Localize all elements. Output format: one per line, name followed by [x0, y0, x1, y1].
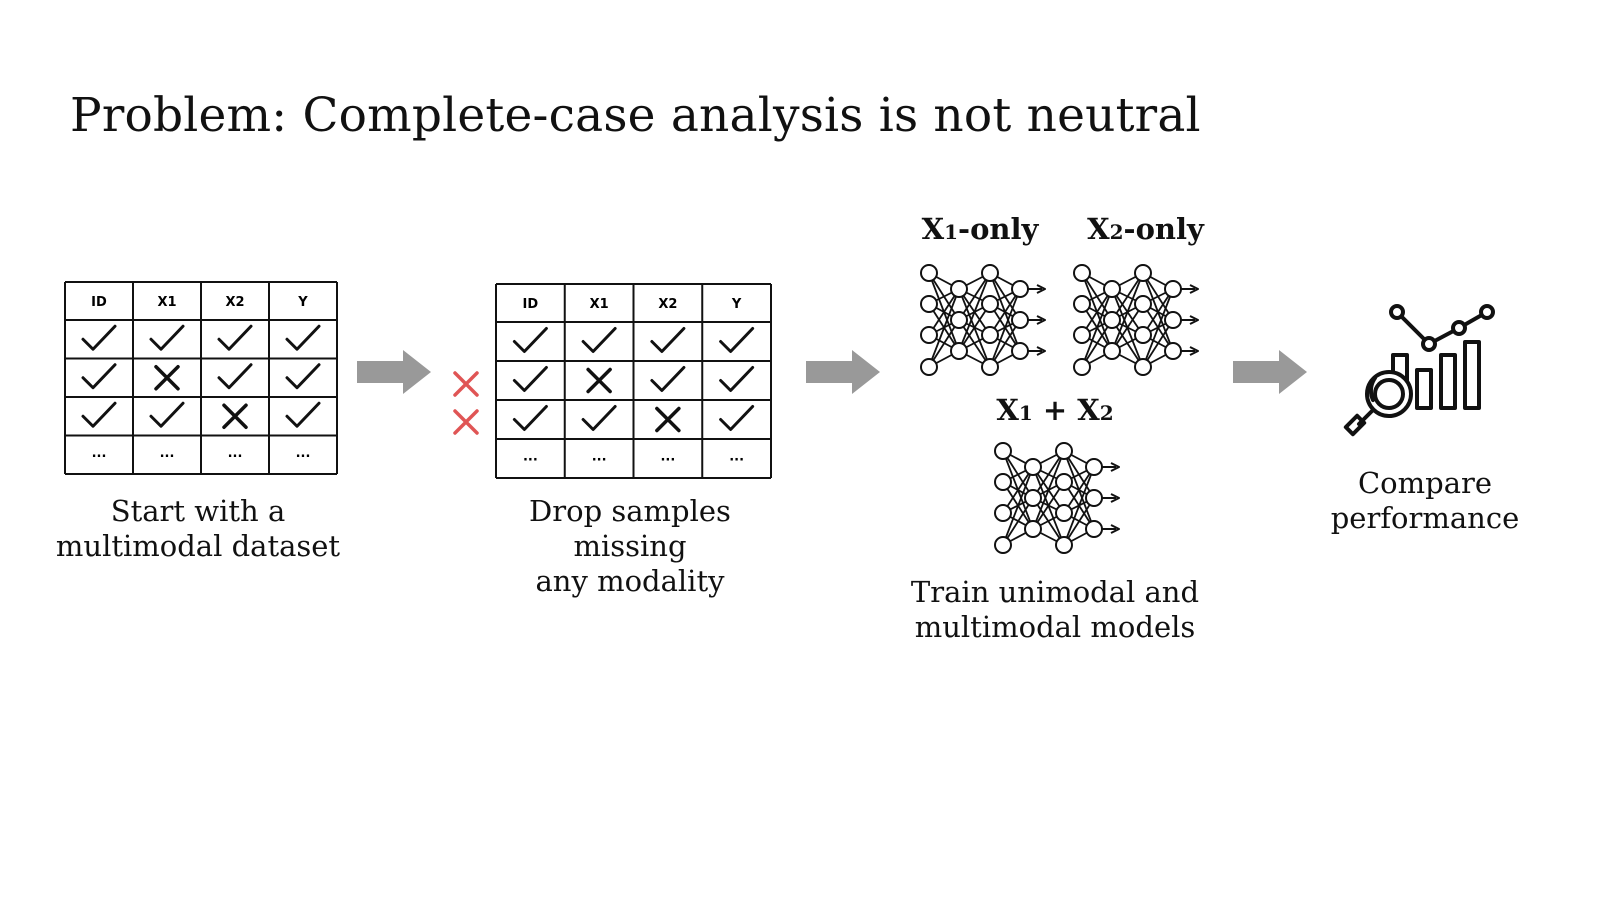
table1-header-cell: Y [297, 295, 308, 310]
ellipsis-cell: ... [92, 446, 107, 461]
ellipsis-cell: ... [523, 450, 538, 465]
neural-network-icon [994, 442, 1120, 554]
arrow-right-icon [357, 350, 431, 394]
step1-caption: Start with a multimodal dataset [55, 494, 341, 563]
check-icon [285, 324, 321, 351]
check-icon [581, 405, 617, 431]
table2-header-cell: ID [523, 297, 539, 312]
combined-a-sub: 1 [1018, 401, 1033, 425]
ellipsis-cell: ... [592, 450, 607, 465]
drop-mark-icon [453, 371, 479, 397]
check-icon [512, 327, 548, 353]
check-icon [217, 363, 253, 390]
check-icon [719, 327, 755, 353]
x2-var: X [1087, 212, 1110, 246]
cross-icon [586, 367, 612, 394]
ellipsis-cell: ... [228, 446, 243, 461]
arrow-right-icon [1233, 350, 1307, 394]
x2-suffix: -only [1123, 212, 1204, 246]
combined-label: X1 + X2 [995, 393, 1115, 427]
check-icon [81, 324, 117, 351]
cross-icon [655, 406, 681, 433]
cross-icon [222, 403, 248, 429]
combined-op: + [1032, 393, 1078, 427]
arrow-right-icon [806, 350, 880, 394]
check-icon [512, 405, 548, 431]
ellipsis-cell: ... [296, 446, 311, 461]
neural-network-icon [920, 264, 1046, 376]
step2-caption: Drop samples missing any modality [529, 494, 731, 598]
check-icon [719, 366, 755, 392]
check-icon [650, 366, 686, 392]
x2-only-label: X2-only [1083, 212, 1208, 246]
check-icon [81, 363, 117, 390]
step3-caption: Train unimodal and multimodal models [910, 575, 1200, 644]
check-icon [650, 327, 686, 353]
check-icon [149, 401, 185, 428]
check-icon [217, 324, 253, 351]
x2-sub: 2 [1109, 220, 1124, 244]
step4-caption: Compare performance [1330, 466, 1520, 535]
table2-header-cell: X1 [590, 297, 609, 312]
x1-only-label: X1-only [920, 212, 1040, 246]
neural-network-icon [1073, 264, 1199, 376]
table2-header-cell: X2 [658, 297, 677, 312]
check-icon [512, 366, 548, 392]
combined-a-var: X [996, 393, 1019, 427]
drop-mark-icon [453, 409, 479, 435]
table2-header-cell: Y [731, 297, 742, 312]
ellipsis-cell: ... [160, 446, 175, 461]
dataset-table-filtered: ID X1 X2 Y............ [495, 283, 772, 479]
slide-title: Problem: Complete-case analysis is not n… [70, 88, 1201, 143]
chart-analysis-icon [1343, 304, 1495, 437]
check-icon [285, 363, 321, 390]
check-icon [285, 401, 321, 428]
x1-sub: 1 [944, 220, 959, 244]
cross-icon [154, 365, 180, 391]
ellipsis-cell: ... [660, 450, 675, 465]
table1-header-cell: X2 [225, 295, 244, 310]
check-icon [149, 324, 185, 351]
x1-var: X [921, 212, 945, 246]
check-icon [581, 327, 617, 353]
ellipsis-cell: ... [729, 450, 744, 465]
table1-header-cell: ID [91, 295, 107, 310]
combined-b-var: X [1077, 393, 1100, 427]
combined-b-sub: 2 [1099, 401, 1114, 425]
table1-header-cell: X1 [157, 295, 176, 310]
check-icon [719, 405, 755, 431]
dataset-table-original: ID X1 X2 Y............ [64, 281, 338, 475]
x1-suffix: -only [958, 212, 1039, 246]
check-icon [81, 401, 117, 428]
